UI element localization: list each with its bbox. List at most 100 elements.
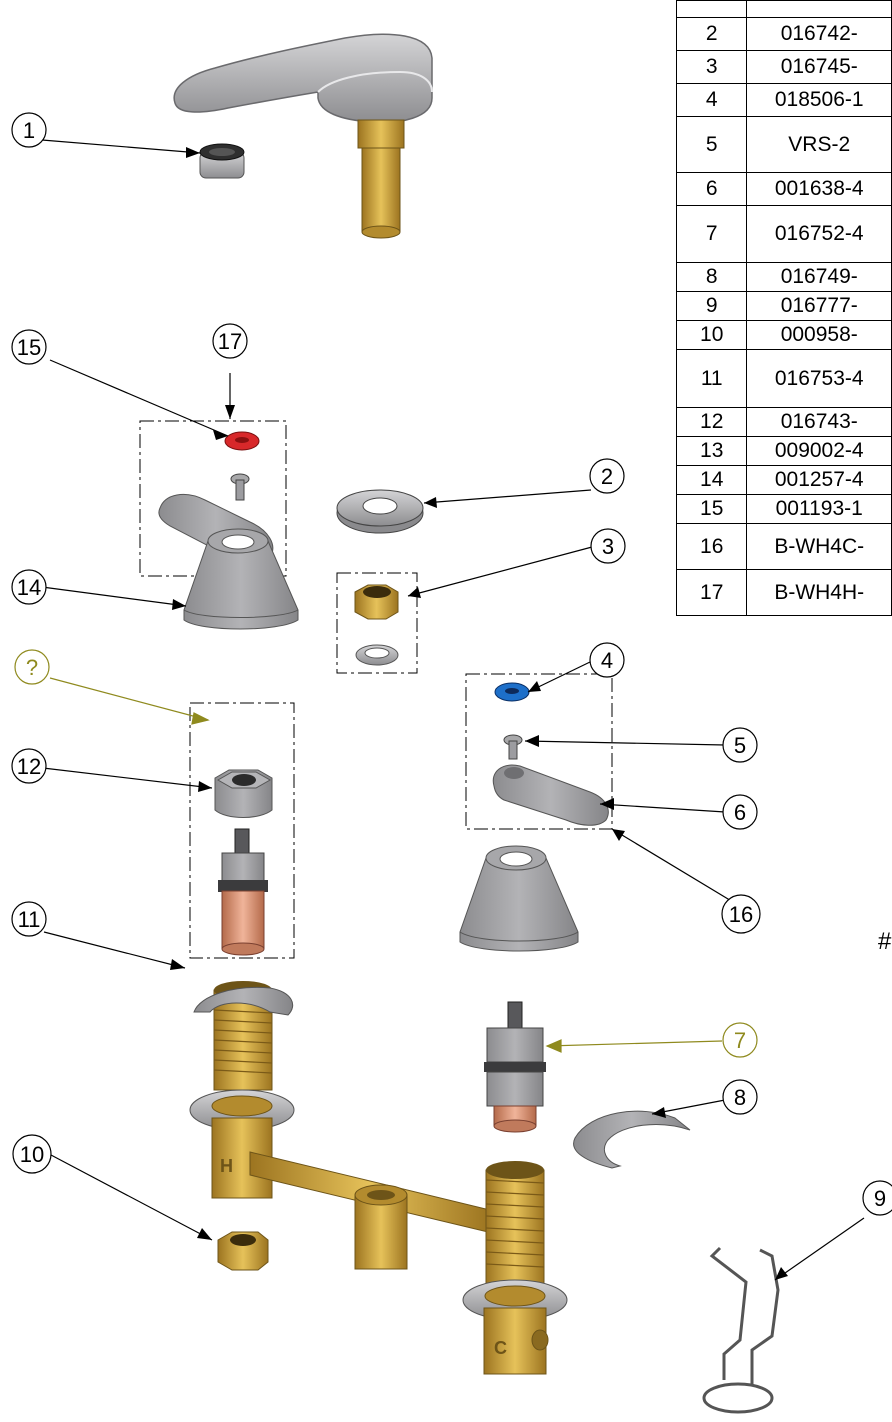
cold-lever-handle: [492, 764, 609, 826]
svg-text:10: 10: [20, 1142, 44, 1167]
table-row: [675, 0, 892, 18]
callout-12: 12: [11, 748, 47, 784]
callout-3: 3: [590, 528, 626, 564]
item-number-cell: 9: [675, 291, 748, 321]
spout: [173, 33, 433, 239]
svg-text:?: ?: [26, 655, 38, 680]
item-number-cell: 12: [675, 407, 748, 437]
svg-text:2: 2: [601, 464, 613, 489]
item-number-cell: 14: [675, 465, 748, 495]
cartridge-hot: [218, 828, 268, 956]
item-number-cell: 2: [675, 17, 748, 51]
part-number-cell: 016752-4: [746, 205, 892, 263]
callout-question: ?: [14, 649, 50, 685]
hot-cartridge-group: [189, 702, 295, 959]
part-number-cell: 016753-4: [746, 349, 892, 408]
svg-text:12: 12: [17, 754, 41, 779]
part-number-cell: 000958-: [746, 320, 892, 350]
svg-text:14: 14: [17, 575, 41, 600]
leader-lines: [41, 139, 865, 1281]
part-number-cell: 016745-: [746, 50, 892, 84]
callout-8: 8: [722, 1079, 758, 1115]
cold-handle-kit-group: [465, 673, 613, 830]
part-number-cell: 018506-1: [746, 83, 892, 117]
callout-4: 4: [589, 642, 625, 678]
cartridge-cold: [484, 1001, 546, 1133]
svg-text:C: C: [494, 1338, 507, 1358]
part-number-cell: 016742-: [746, 17, 892, 51]
part-number-cell: 016749-: [746, 262, 892, 292]
part-number-cell: B-WH4H-: [746, 569, 892, 616]
item-number-cell: [675, 0, 748, 18]
svg-text:16: 16: [729, 902, 753, 927]
flange-washer: [336, 489, 424, 534]
svg-text:11: 11: [18, 907, 41, 932]
callout-1: 1: [11, 112, 47, 148]
valve-body-manifold: H C: [189, 981, 568, 1375]
supply-nut: [217, 1231, 269, 1271]
item-number-cell: 3: [675, 50, 748, 84]
part-number-cell: [746, 0, 892, 18]
locking-clip: [573, 1110, 691, 1169]
item-number-cell: 11: [675, 349, 748, 408]
part-number-cell: 001193-1: [746, 494, 892, 524]
handle-screw-cold: [503, 734, 523, 760]
item-number-cell: 4: [675, 83, 748, 117]
callout-6: 6: [722, 794, 758, 830]
item-number-cell: 17: [675, 569, 748, 616]
callout-10: 10: [12, 1134, 52, 1174]
svg-text:15: 15: [17, 335, 41, 360]
callout-16: 16: [721, 894, 761, 934]
part-number-cell: 009002-4: [746, 436, 892, 466]
item-number-cell: 6: [675, 172, 748, 206]
bonnet-nut-hot: [214, 769, 273, 818]
part-number-cell: 016743-: [746, 407, 892, 437]
callout-11: 11: [11, 901, 47, 937]
item-number-cell: 15: [675, 494, 748, 524]
bonnet-cover-hot: [183, 528, 299, 630]
part-number-cell: VRS-2: [746, 116, 892, 173]
aerator: [199, 143, 245, 179]
item-number-cell: 5: [675, 116, 748, 173]
partial-note-text: #: [878, 928, 892, 955]
highlighted-leaders: [49, 677, 723, 1053]
part-number-cell: 016777-: [746, 291, 892, 321]
handle-screw: [230, 473, 250, 501]
bonnet-cover-cold: [459, 845, 579, 952]
part-number-cell: 001257-4: [746, 465, 892, 495]
callout-7: 7: [722, 1022, 758, 1058]
callout-15: 15: [11, 329, 47, 365]
item-number-cell: 16: [675, 523, 748, 570]
item-number-cell: 8: [675, 262, 748, 292]
svg-text:6: 6: [734, 800, 746, 825]
callout-2: 2: [589, 458, 625, 494]
callout-9: 9: [862, 1180, 892, 1216]
svg-text:3: 3: [602, 534, 614, 559]
wire-bracket: [702, 1246, 780, 1414]
svg-text:8: 8: [734, 1085, 746, 1110]
callout-17: 17: [212, 323, 248, 359]
nut-and-washer-group: [336, 572, 418, 674]
item-number-cell: 7: [675, 205, 748, 263]
leader-arrowheads: [170, 147, 788, 1280]
callout-14: 14: [11, 569, 47, 605]
svg-text:7: 7: [734, 1028, 746, 1053]
svg-text:9: 9: [874, 1186, 886, 1211]
